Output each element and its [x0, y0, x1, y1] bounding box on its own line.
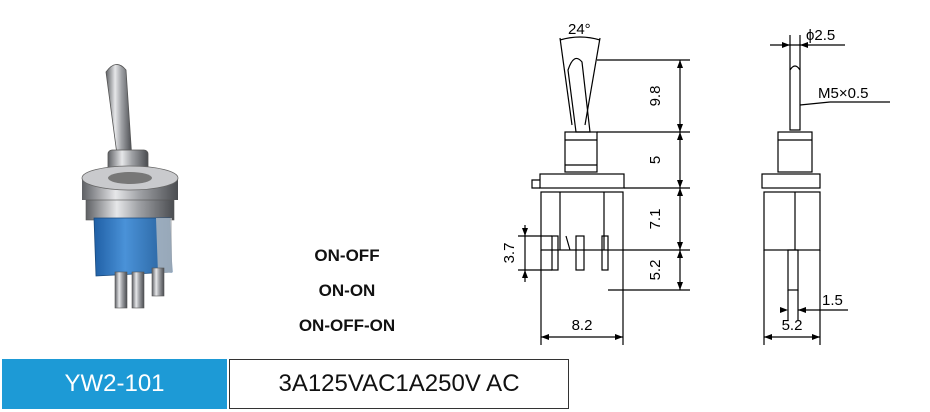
mode-label: ON-ON — [318, 281, 376, 300]
toggle-switch-photo — [81, 64, 179, 309]
body-width-dimension: 8.2 — [572, 317, 593, 334]
angle-dimension: 24° — [568, 21, 591, 38]
rating-box: 3A125VAC1A250V AC — [229, 359, 569, 409]
lever-diameter-dimension: ϕ2.5 — [806, 27, 835, 44]
body-depth-dimension: 5.2 — [782, 317, 803, 334]
bushing-height-dimension: 5 — [647, 156, 664, 164]
thread-dimension: M5×0.5 — [818, 85, 868, 102]
terminal-thickness-dimension: 1.5 — [822, 292, 843, 309]
mode-label: ON-OFF-ON — [298, 316, 396, 335]
mode-label: ON-OFF — [314, 246, 380, 265]
terminal-offset-dimension: 3.7 — [501, 243, 518, 264]
switch-modes-list: ON-OFF ON-ON ON-OFF-ON — [272, 238, 422, 343]
model-badge: YW2-101 — [2, 359, 227, 409]
body-height-dimension: 7.1 — [647, 209, 664, 230]
terminal-length-dimension: 5.2 — [647, 260, 664, 281]
lever-height-dimension: 9.8 — [647, 86, 664, 107]
